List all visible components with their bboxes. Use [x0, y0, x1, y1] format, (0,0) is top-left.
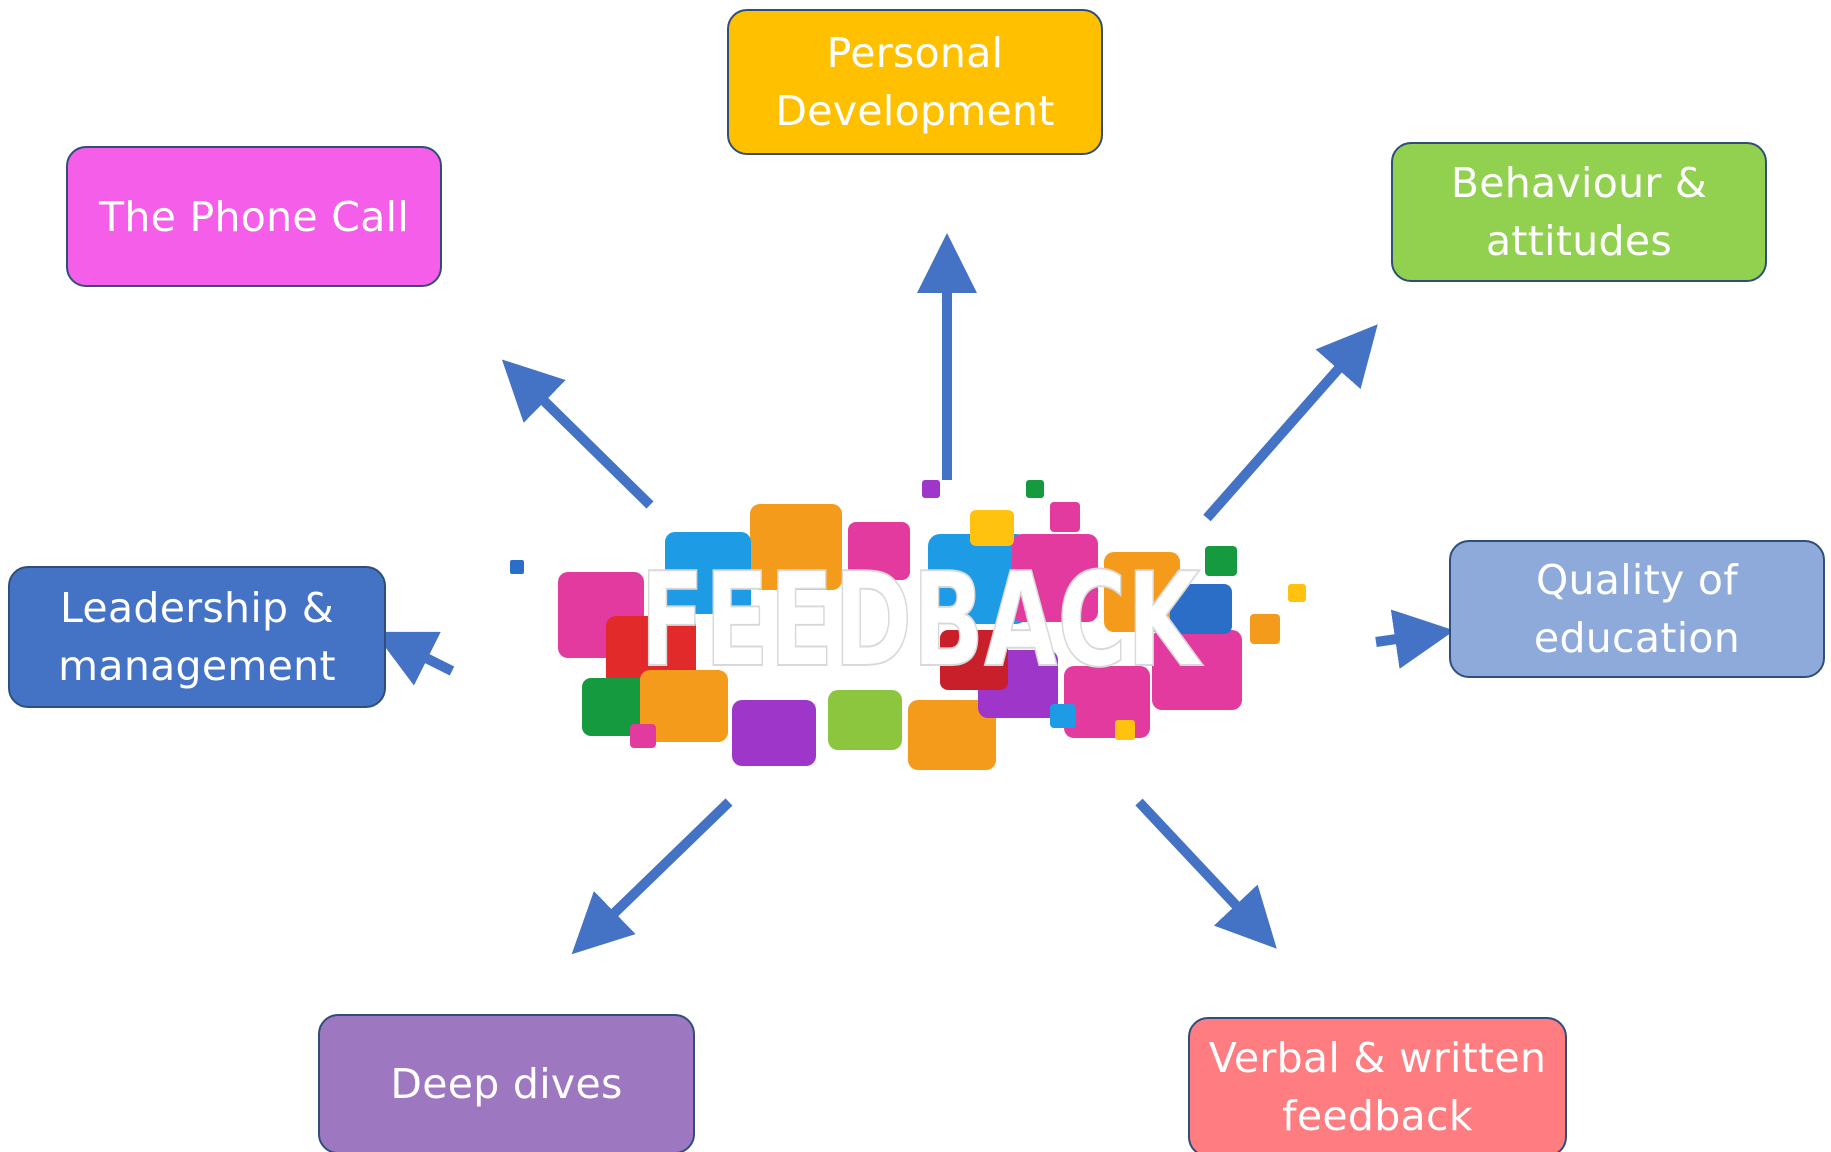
verbal-line2: feedback	[1282, 1092, 1473, 1140]
arrow-to-phone-call	[501, 359, 654, 509]
arrow-to-leadership	[373, 631, 455, 686]
quality-line2: education	[1533, 614, 1741, 662]
verbal-written-feedback-box: Verbal & written feedback	[1188, 1017, 1567, 1152]
leadership-line2: management	[58, 642, 336, 690]
leadership-management-box: Leadership & management	[8, 566, 386, 708]
phone-call-label: The Phone Call	[98, 192, 410, 241]
behaviour-line2: attitudes	[1485, 217, 1673, 265]
deep-dives-label: Deep dives	[390, 1060, 623, 1108]
arrow-to-quality	[1375, 609, 1455, 669]
arrow-to-verbal-feedback	[1135, 798, 1277, 949]
deep-dives-box: Deep dives	[318, 1014, 695, 1152]
personal-development-line1: Personal	[826, 29, 1004, 77]
quality-education-box: Quality of education	[1449, 540, 1825, 678]
quality-line1: Quality of	[1535, 556, 1739, 604]
behaviour-line1: Behaviour &	[1450, 159, 1708, 207]
feedback-wordmark: FEEDBACK	[640, 544, 1203, 696]
arrow-to-behaviour	[1203, 324, 1378, 522]
leadership-line1: Leadership &	[60, 584, 334, 632]
personal-development-box: Personal Development	[727, 9, 1103, 155]
personal-development-line2: Development	[775, 87, 1055, 135]
speech-bubbles-logo: FEEDBACK	[510, 480, 1306, 770]
verbal-line1: Verbal & written	[1208, 1034, 1547, 1082]
phone-call-box: The Phone Call	[66, 146, 442, 287]
arrow-to-deep-dives	[571, 798, 733, 955]
behaviour-attitudes-box: Behaviour & attitudes	[1391, 142, 1767, 282]
